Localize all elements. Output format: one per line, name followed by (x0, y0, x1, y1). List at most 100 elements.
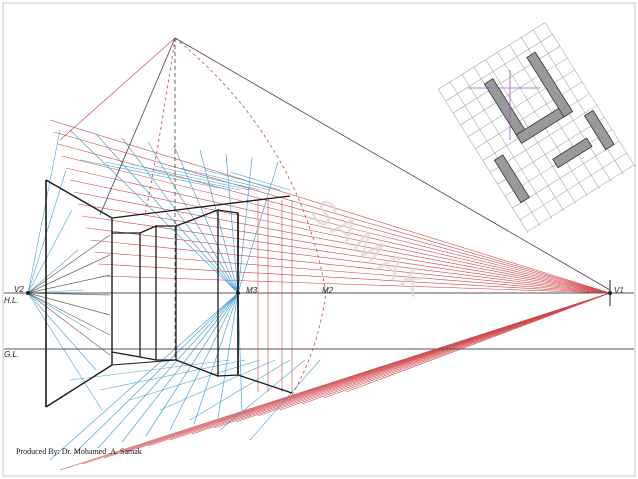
red-ray-lower (323, 292, 611, 399)
blue-ray-m3-upper (225, 153, 239, 294)
red-ray-upper (89, 239, 611, 294)
blue-ray-v2 (27, 292, 97, 371)
red-ray-upper (85, 227, 611, 294)
red-ray-upper (93, 251, 611, 294)
grey-ray-v2 (27, 254, 111, 294)
base-line-mid (111, 359, 177, 366)
blue-ray-m3-upper (147, 141, 239, 294)
red-ray-upper (49, 119, 611, 294)
grey-ray-v2 (27, 234, 111, 294)
blue-ceiling-grid (179, 167, 271, 191)
red-ray-upper (81, 215, 611, 294)
red-ray-upper (77, 203, 611, 294)
plan-grid-line (438, 89, 529, 234)
red-ray-upper (97, 263, 611, 294)
plan-grid-line (461, 74, 553, 219)
v1-label: V1 (614, 286, 624, 295)
blue-ray-m3-upper (69, 129, 239, 294)
grey-ray-v2 (27, 292, 111, 336)
plan-grid-line (512, 140, 620, 209)
red-ray-upper (53, 131, 611, 294)
blue-ceiling-grid (129, 163, 251, 191)
blue-ceiling-grid (79, 159, 231, 191)
m3-point (236, 291, 240, 295)
credit-text: Produced By: Dr. Mohamed .A. Samak (16, 447, 142, 456)
plan-grid-line (449, 81, 541, 227)
plan-wall (552, 137, 593, 169)
grey-ray-v2 (27, 292, 111, 316)
plan-grid (438, 22, 636, 234)
v2-point (26, 291, 30, 295)
blue-ray-m3-lower (73, 292, 239, 455)
plan-inset (438, 22, 636, 234)
plan-grid-line (519, 152, 627, 221)
plan-grid-line (438, 22, 546, 90)
blue-ray-v2 (27, 292, 103, 411)
red-ray-upper (101, 275, 611, 294)
blue-ray-m3-upper (121, 137, 239, 294)
sp-red-line (59, 37, 176, 141)
blue-ray-m3-lower (193, 292, 239, 425)
plan-wall (483, 78, 526, 136)
red-construction-lines (49, 119, 611, 471)
plan-grid-line (497, 117, 605, 185)
blue-ray-m3-lower (49, 292, 239, 461)
red-ray-lower (279, 292, 611, 411)
blue-floor-grid (189, 359, 291, 421)
blue-ray-v2 (27, 249, 79, 294)
red-ray-upper (65, 167, 611, 294)
front-block-3 (156, 225, 177, 361)
blue-floor-grid (219, 359, 306, 431)
plan-grid-line (544, 22, 636, 167)
blue-ray-m3-upper (237, 157, 253, 294)
red-ray-upper (61, 155, 611, 294)
plan-grid-line (490, 105, 598, 173)
red-ray-upper (73, 191, 611, 294)
grey-ray-v2 (27, 274, 111, 294)
gl-label: G.L. (4, 350, 20, 359)
grey-ray-v2 (27, 292, 111, 356)
blue-ray-v2 (27, 292, 91, 331)
blue-ray-m3-upper (95, 133, 239, 294)
blue-ray-v2 (27, 129, 61, 294)
blue-ray-m3-upper (237, 161, 279, 294)
red-ray-upper (69, 179, 611, 294)
plan-wall (493, 154, 530, 204)
plan-grid-line (445, 34, 553, 102)
plan-grid-line (527, 164, 635, 232)
plan-grid-line (475, 81, 583, 149)
roof-edge-left (45, 179, 113, 219)
front-block-4 (175, 209, 219, 377)
blue-ray-m3-lower (217, 292, 239, 419)
blue-floor-grid (249, 359, 321, 441)
blue-floor-grid (99, 359, 246, 391)
hl-label: H.L. (4, 296, 19, 305)
blue-ceiling-grid (204, 169, 281, 191)
blue-ceiling-grid (104, 161, 241, 191)
m2-label: M2 (322, 286, 334, 295)
station-arc (144, 37, 176, 216)
measuring-arc (174, 37, 327, 396)
blue-ray-m3-lower (97, 292, 239, 449)
blue-ceiling-grid (154, 165, 261, 191)
blue-ray-v2 (27, 209, 73, 294)
v2-label: V2 (14, 285, 24, 294)
blue-floor-grid (69, 359, 231, 381)
red-ray-lower (345, 292, 611, 393)
front-block-2 (139, 225, 157, 361)
plan-wall (583, 109, 615, 151)
plan-grid-line (452, 46, 561, 114)
blue-ceiling-grid (229, 171, 291, 191)
roof-edge-right (111, 195, 291, 219)
plan-grid-line (467, 69, 575, 137)
red-ray-upper (57, 143, 611, 294)
base-edge-right (237, 374, 293, 394)
blue-ray-m3-upper (199, 149, 239, 294)
sp-line-v2 (99, 37, 176, 216)
base-edge-left (45, 364, 113, 408)
plan-grid-line (460, 57, 568, 126)
front-block-1 (111, 232, 141, 358)
